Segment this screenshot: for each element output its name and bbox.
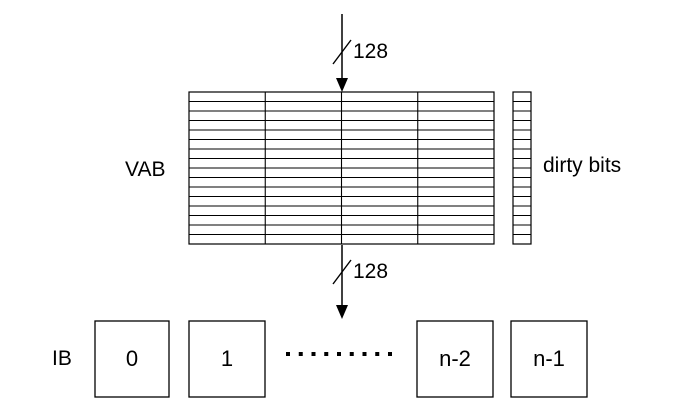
bottom-bus-slash (332, 259, 352, 285)
ellipsis-dot (311, 352, 316, 356)
ib-buffer-n-1: n-1 (510, 320, 588, 398)
ib-buffer-n-2: n-2 (416, 320, 494, 398)
bottom-bus-width-label: 128 (353, 260, 388, 283)
bottom-bus: 128 (332, 245, 388, 319)
ib-buffer-label: 0 (126, 346, 138, 371)
ib-buffer-box (416, 320, 494, 398)
ellipsis-dot (388, 352, 392, 356)
ib-buffer-1: 1 (188, 320, 266, 398)
top-bus: 128 (332, 14, 388, 92)
top-bus-width-label: 128 (353, 40, 388, 63)
dirty-bits-column (512, 91, 532, 245)
ellipsis-dot (349, 352, 354, 356)
ellipsis-dot (286, 352, 290, 356)
ib-buffer-0: 0 (94, 320, 170, 398)
bottom-bus-arrowhead (336, 305, 348, 319)
ib-buffer-box (188, 320, 266, 398)
ib-label: IB (52, 347, 72, 370)
ellipsis-dot (324, 352, 329, 356)
top-bus-arrowhead (336, 78, 348, 92)
dirty-bits-label: dirty bits (543, 154, 621, 177)
ib-buffer-label: n-1 (533, 346, 565, 371)
ib-buffer-label: 1 (221, 346, 233, 371)
ellipsis-dot (337, 352, 341, 356)
ib-buffer-box (510, 320, 588, 398)
ib-buffer-label: n-2 (439, 346, 471, 371)
ellipsis-dot (298, 352, 303, 356)
vab-register-file (188, 91, 495, 245)
ib-ellipsis (286, 352, 392, 356)
top-bus-slash (332, 39, 352, 65)
vab-label: VAB (125, 158, 165, 181)
ellipsis-dot (375, 352, 380, 356)
ellipsis-dot (362, 352, 367, 356)
ib-buffer-box (94, 320, 170, 398)
